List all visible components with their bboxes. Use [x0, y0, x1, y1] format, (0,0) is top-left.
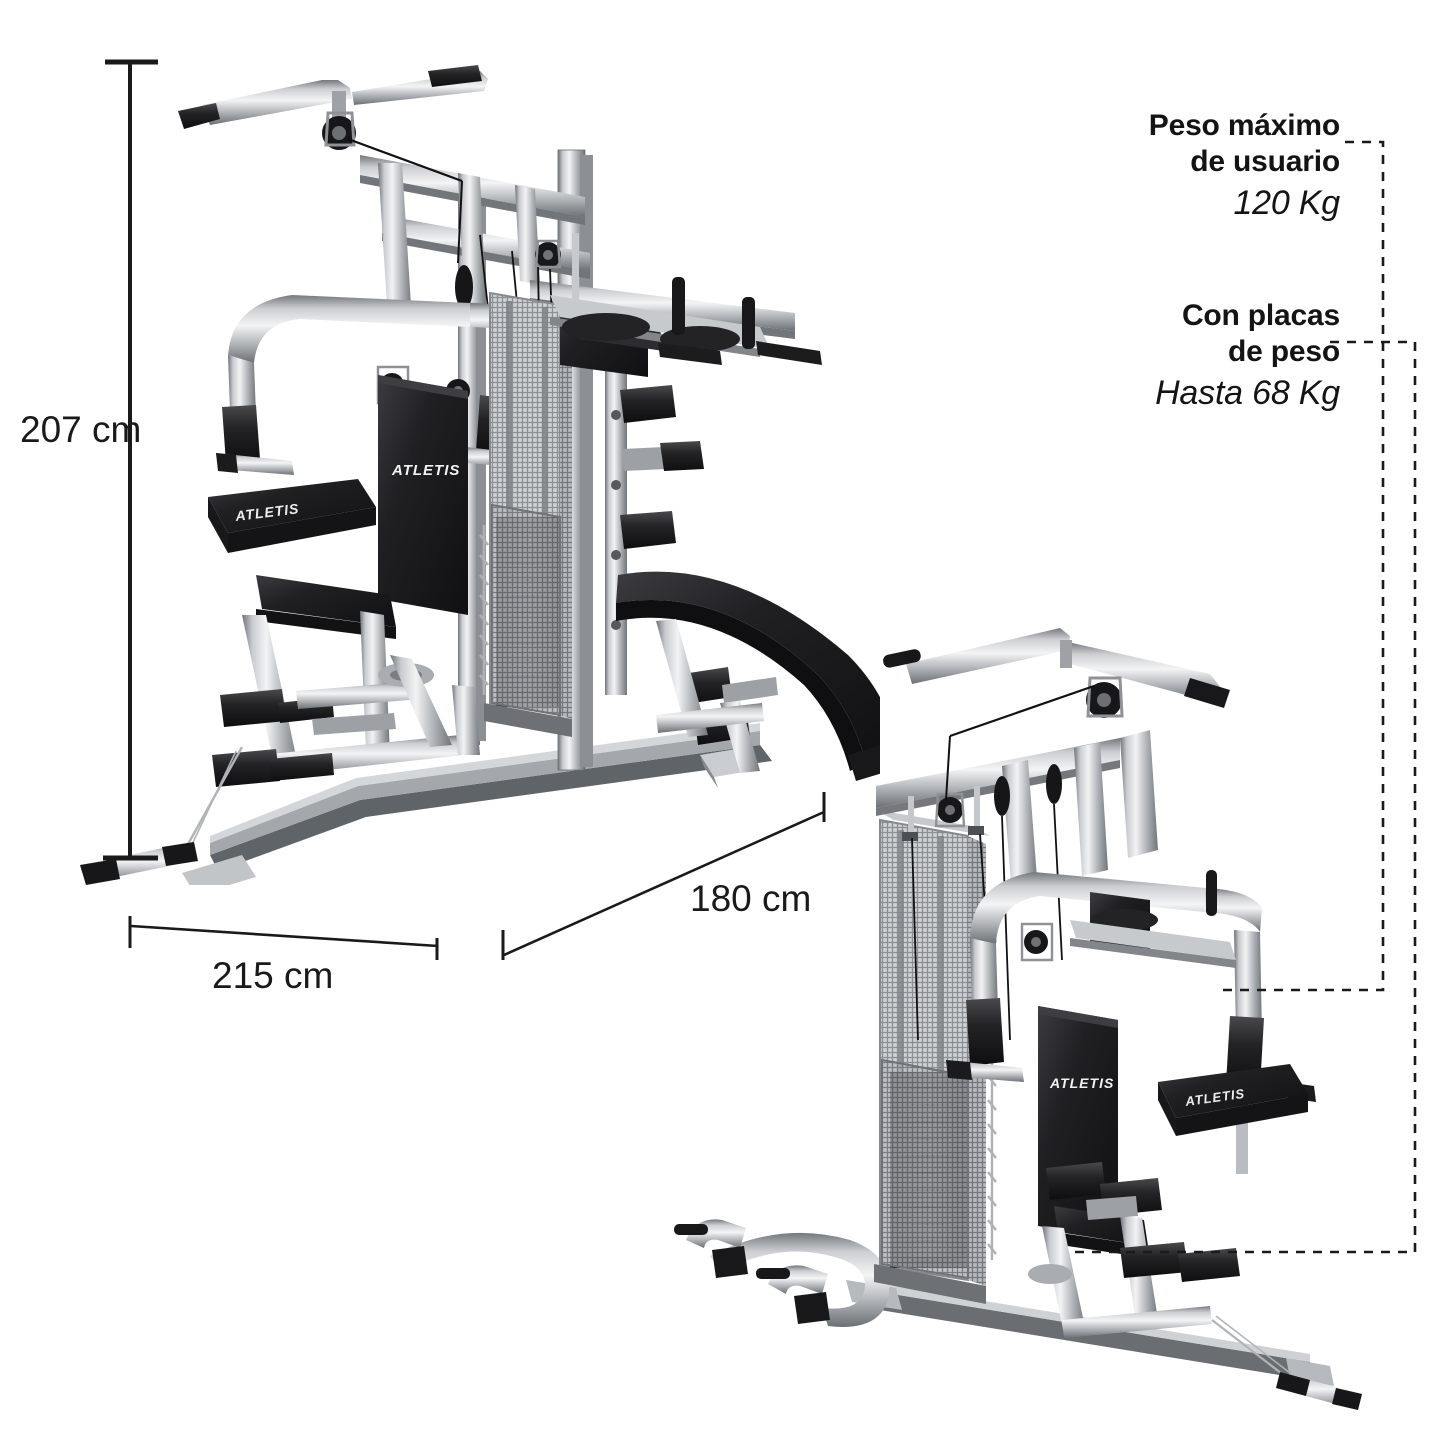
lat-pulldown-bar-2[interactable]: [882, 628, 1230, 738]
seat-assembly: ATLETIS ATLETIS: [208, 375, 480, 787]
dimension-label-width: 215 cm: [212, 955, 334, 996]
grip-right: [428, 65, 482, 87]
spec-max-user-weight: Peso máximo de usuario 120 Kg: [1000, 108, 1340, 224]
spec-weight-plates-title-line1: Con placas: [1181, 299, 1340, 332]
top-crossbeam: [360, 155, 590, 321]
arm-pad-left: [562, 313, 650, 341]
low-pulley-attachment[interactable]: [80, 746, 244, 885]
pec-pad-left-2: [966, 998, 1004, 1066]
leg-roller-lower: [212, 749, 280, 787]
roller-lower: [620, 511, 676, 549]
dip-handles-base[interactable]: [674, 1219, 890, 1327]
pulley-upper-right: [534, 239, 562, 269]
low-pulley-attachment-2[interactable]: [1211, 1315, 1362, 1410]
grip-left: [178, 103, 220, 129]
product-illustration-rear: ATLETIS ATLETIS: [674, 628, 1362, 1410]
roller-upper: [620, 385, 676, 423]
low-chain: [180, 746, 244, 856]
spec-max-user-title-line2: de usuario: [1190, 145, 1340, 178]
spec-weight-plates-title-line2: de peso: [1228, 335, 1340, 368]
dip-grip-2: [756, 1268, 790, 1279]
stack-chain: [478, 525, 490, 695]
spec-max-user-value: 120 Kg: [1233, 184, 1340, 222]
bar-grip-left: [80, 859, 120, 885]
dip-station[interactable]: [550, 277, 822, 377]
dimension-label-depth: 180 cm: [690, 878, 812, 919]
brand-mark-preacher: ATLETIS: [233, 500, 300, 524]
backrest-pad: [378, 375, 468, 615]
brand-mark-backrest: ATLETIS: [391, 462, 460, 479]
weight-plates: [491, 503, 561, 717]
pec-pad-left: [222, 405, 260, 463]
grip-left-2: [883, 649, 921, 668]
seat-assembly-2: ATLETIS ATLETIS: [1028, 1006, 1308, 1338]
weight-stack: [478, 291, 572, 737]
vertical-handle-1: [672, 277, 685, 335]
bar-grip-right: [162, 842, 198, 866]
decline-bench-pad: [616, 571, 880, 763]
lat-pulldown-bar[interactable]: [178, 65, 488, 183]
dimension-label-height: 207 cm: [20, 409, 142, 450]
preacher-pad: [208, 479, 376, 533]
dimension-width-215: [128, 916, 439, 960]
main-frame: ATLETIS ATLETIS: [80, 65, 880, 885]
spec-weight-plates-value: Hasta 68 Kg: [1155, 374, 1340, 412]
dip-grip-1: [674, 1224, 708, 1235]
second-frame: ATLETIS ATLETIS: [674, 628, 1362, 1410]
spec-max-user-title-line1: Peso máximo: [1148, 109, 1340, 142]
brand-mark-backrest-2: ATLETIS: [1049, 1075, 1114, 1091]
weight-stack-2: [874, 810, 997, 1304]
leg-roller-upper: [220, 689, 286, 727]
product-illustration-front: ATLETIS ATLETIS: [80, 65, 880, 885]
spec-weight-plates: Con placas de peso Hasta 68 Kg: [1020, 298, 1340, 414]
decline-bench: [616, 571, 880, 781]
weight-plates-2: [881, 1058, 969, 1280]
vertical-handle-2: [742, 297, 755, 349]
